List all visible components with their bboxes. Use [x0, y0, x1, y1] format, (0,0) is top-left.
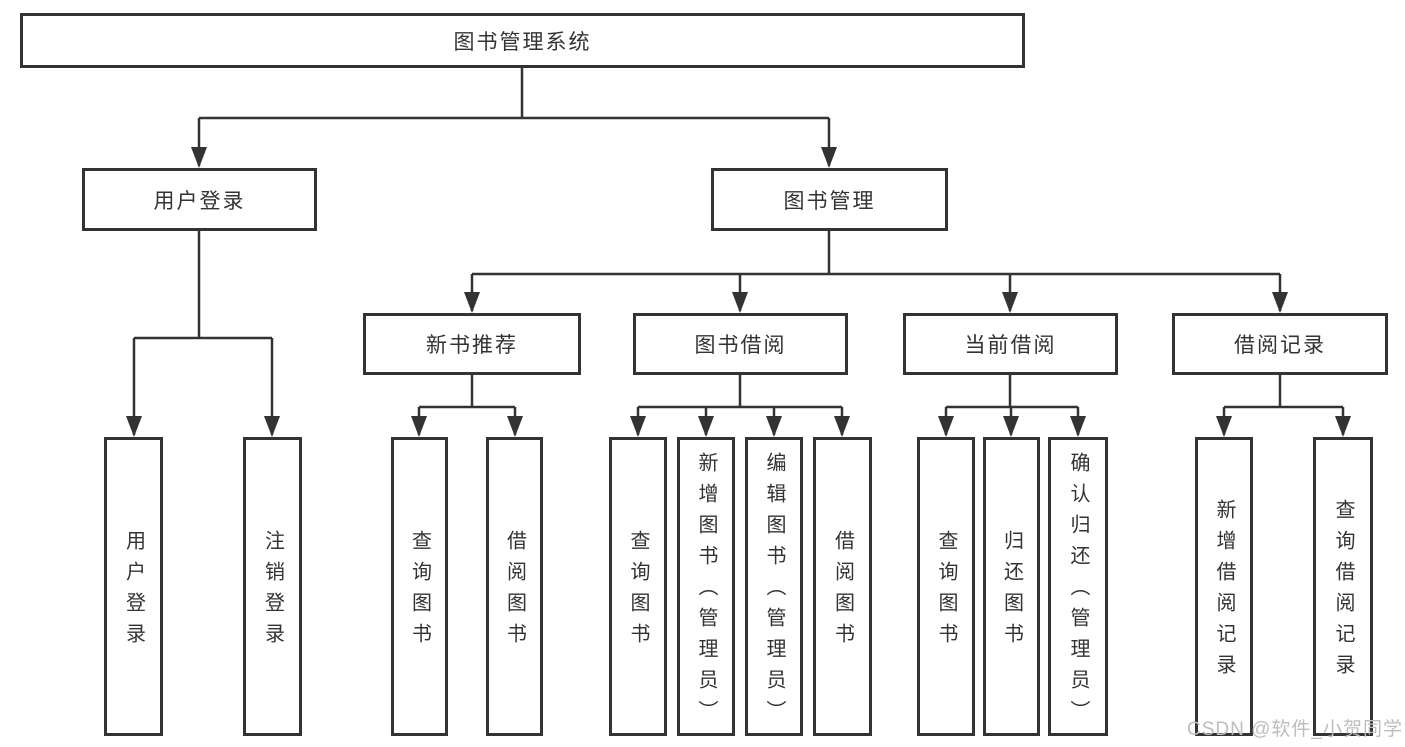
arrow-down-icon	[766, 416, 782, 437]
node-bb-add-books-admin: 新增图书（管理员）	[677, 437, 735, 736]
node-br-add-record: 新增借阅记录	[1195, 437, 1253, 736]
arrow-down-icon	[630, 416, 646, 437]
node-borrowing-records: 借阅记录	[1172, 313, 1388, 375]
node-book-borrowing: 图书借阅	[633, 313, 848, 375]
node-cb-query-books: 查询图书	[917, 437, 975, 736]
node-br-query-record: 查询借阅记录	[1313, 437, 1373, 736]
arrow-down-icon	[821, 147, 837, 168]
arrow-down-icon	[1335, 416, 1351, 437]
node-user-login-module: 用户登录	[82, 168, 317, 231]
node-bb-query-books: 查询图书	[609, 437, 667, 736]
arrow-down-icon	[464, 292, 480, 313]
node-nbr-query-books: 查询图书	[391, 437, 448, 736]
node-bb-borrow-books: 借阅图书	[813, 437, 872, 736]
node-library-management-system: 图书管理系统	[20, 13, 1025, 68]
node-bb-edit-books-admin: 编辑图书（管理员）	[745, 437, 803, 736]
arrow-down-icon	[1070, 416, 1086, 437]
arrowhead-icons	[126, 147, 1351, 437]
node-user-login: 用户登录	[104, 437, 163, 736]
arrow-down-icon	[264, 416, 280, 437]
watermark-text: CSDN @软件_小贺同学	[1187, 719, 1403, 740]
arrow-down-icon	[732, 292, 748, 313]
node-current-borrowing: 当前借阅	[903, 313, 1118, 375]
arrow-down-icon	[1003, 416, 1019, 437]
node-nbr-borrow-books: 借阅图书	[486, 437, 543, 736]
arrow-down-icon	[1216, 416, 1232, 437]
node-new-book-recommendation: 新书推荐	[363, 313, 581, 375]
arrow-down-icon	[698, 416, 714, 437]
arrow-down-icon	[938, 416, 954, 437]
node-cb-confirm-return-admin: 确认归还（管理员）	[1048, 437, 1108, 736]
arrow-down-icon	[1272, 292, 1288, 313]
arrow-down-icon	[1002, 292, 1018, 313]
arrow-down-icon	[191, 147, 207, 168]
node-cb-return-books: 归还图书	[983, 437, 1040, 736]
arrow-down-icon	[126, 416, 142, 437]
arrow-down-icon	[507, 416, 523, 437]
arrow-down-icon	[411, 416, 427, 437]
node-book-management-module: 图书管理	[711, 168, 948, 231]
arrow-down-icon	[834, 416, 850, 437]
node-logout: 注销登录	[243, 437, 302, 736]
connector-segments	[132, 68, 1345, 435]
